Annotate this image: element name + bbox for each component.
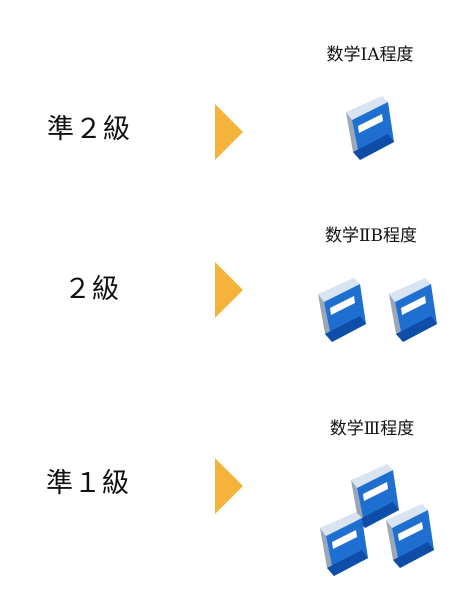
scope-label: 数学Ⅲ程度 — [329, 419, 415, 439]
book-icon — [312, 274, 370, 346]
scope-label: 数学ⅠA程度 — [326, 45, 414, 65]
book-icon — [345, 460, 403, 532]
triangle-right-icon — [215, 104, 243, 160]
book-icon — [314, 508, 372, 580]
triangle-right-icon — [215, 262, 243, 318]
book-icon — [380, 500, 438, 572]
level-label: ２級 — [64, 274, 120, 305]
triangle-right-icon — [215, 458, 243, 514]
scope-label: 数学ⅡB程度 — [324, 226, 418, 246]
level-label: 準２級 — [47, 114, 131, 145]
book-icon — [383, 274, 441, 346]
level-label: 準１級 — [46, 468, 130, 499]
book-icon — [340, 92, 398, 164]
